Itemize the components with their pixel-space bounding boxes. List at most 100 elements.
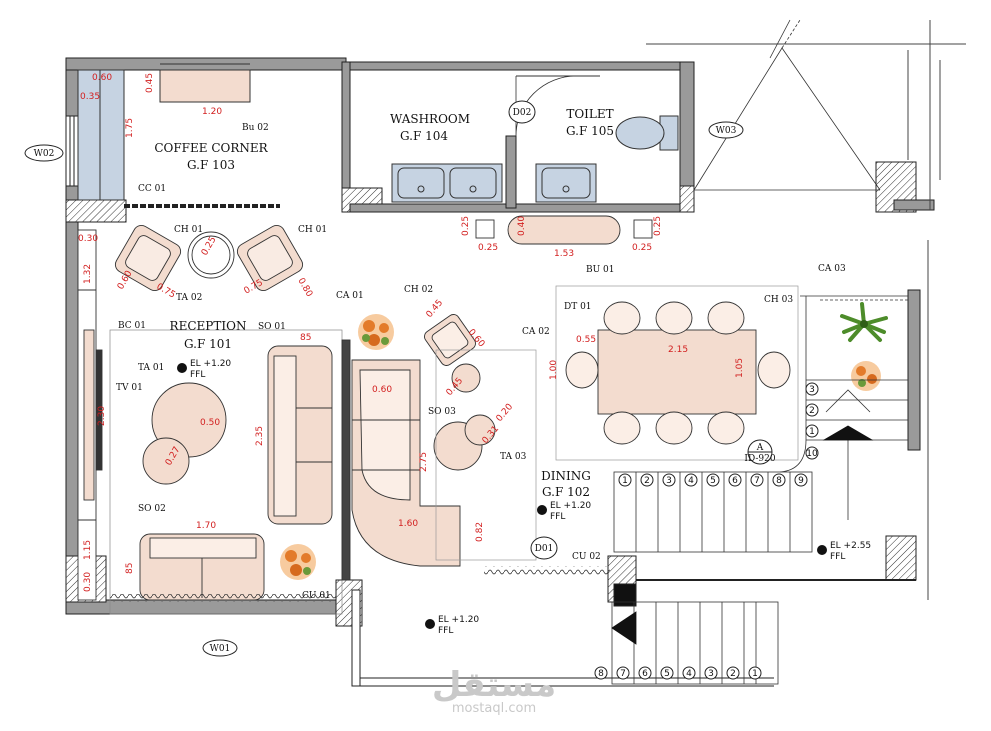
lounge-furniture [341,314,537,581]
level-markers: EL +1.20 FFL EL +1.20 FFL EL +2.55 FFL E… [177,359,871,636]
dim-label: 2.35 [255,426,265,446]
dim-label: 1.60 [398,519,418,529]
tag-d01: D01 [535,544,554,554]
step-number: 3 [809,385,815,395]
step-number: 2 [730,669,736,679]
tag-so01: SO 01 [258,322,286,332]
room-name-reception: RECEPTION [170,319,247,333]
dim-label: 0.80 [295,277,314,300]
tag-dt01: DT 01 [564,302,592,312]
plant-icon [358,314,394,350]
step-number: 6 [732,476,738,486]
dim-label: 2.15 [668,345,688,355]
section-reference: ID-920 [744,454,775,464]
tag-so03: SO 03 [428,407,456,417]
step-number: 9 [798,476,804,486]
step-number: 2 [644,476,650,486]
watermark-latin: mostaql.com [452,701,536,716]
tag-cu02: CU 02 [572,552,601,562]
plant-icon [851,361,881,391]
dim-label: 85 [300,333,311,343]
level-ffl: FFL [550,512,565,522]
dim-label: 0.30 [78,234,98,244]
watermark-arabic: مستقل [432,665,556,705]
stair-upper-row: 1 2 3 4 5 6 7 8 9 [618,473,808,487]
level-value: EL +1.20 [550,501,591,511]
dim-label: 0.20 [495,402,516,424]
dim-label: 85 [125,563,135,574]
washroom-fixtures [391,75,679,203]
tag-ch01b: CH 01 [298,225,327,235]
level-value: EL +1.20 [190,359,231,369]
level-ffl: FFL [190,370,205,380]
tag-ca01: CA 01 [336,291,364,301]
plant-icons [280,302,888,580]
dim-label: 1.20 [202,107,222,117]
dim-label: 2.30 [97,406,107,426]
dim-label: 0.25 [478,243,498,253]
dim-label: 1.32 [83,264,93,284]
dim-label: 1.15 [83,540,93,560]
step-number: 6 [642,669,648,679]
room-name-coffee: COFFEE CORNER [154,141,268,155]
tag-d02: D02 [513,108,532,118]
stairs [611,295,908,685]
stair-landing-row: 10 1 2 3 [805,382,819,460]
stair-lower-row: 8 7 6 5 4 3 2 1 [594,666,762,680]
stair-numbers: 1 2 3 4 5 6 7 8 9 10 1 2 3 8 7 6 5 4 3 2… [594,382,819,680]
curtains [110,566,610,602]
coffee-corner [77,63,280,208]
plant-icon [280,544,316,580]
tag-ca02: CA 02 [522,327,550,337]
room-code-toilet: G.F 105 [566,124,614,138]
tag-w03: W03 [716,126,737,136]
step-number: 5 [710,476,716,486]
level-ffl: FFL [438,626,453,636]
tag-cu01: CU 01 [302,591,331,601]
tag-w02: W02 [34,149,55,159]
tag-ch03: CH 03 [764,295,793,305]
step-number: 5 [664,669,670,679]
level-marker-stair: EL +2.55 FFL [817,541,871,562]
dim-label: 0.30 [83,572,93,592]
room-name-dining: DINING [541,469,591,483]
dim-label: 0.25 [461,216,471,236]
dim-label: 1.53 [554,249,574,259]
room-name-washroom: WASHROOM [390,112,470,126]
dim-label: 0.45 [145,73,155,93]
level-ffl: FFL [830,552,845,562]
room-code-washroom: G.F 104 [400,129,448,143]
level-value: EL +2.55 [830,541,871,551]
dim-label: 1.00 [549,360,559,380]
tag-ta03: TA 03 [500,452,527,462]
tag-ch01a: CH 01 [174,225,203,235]
dim-label: 0.82 [475,522,485,542]
level-value: EL +1.20 [438,615,479,625]
dim-label: 0.75 [155,282,177,301]
dim-label: 0.60 [92,73,112,83]
tag-bc01: BC 01 [118,321,146,331]
dim-label: 0.60 [372,385,392,395]
level-marker-reception: EL +1.20 FFL [177,359,231,380]
step-number: 1 [809,427,815,437]
palm-icon [840,302,888,342]
step-number: 1 [622,476,628,486]
room-labels: COFFEE CORNER G.F 103 WASHROOM G.F 104 T… [154,107,614,499]
step-number: 3 [708,669,714,679]
step-number: 10 [806,449,818,459]
step-number: 7 [754,476,760,486]
step-number: 4 [686,669,692,679]
dim-label: 0.55 [576,335,596,345]
dim-label: 0.25 [653,216,663,236]
dim-label: 0.40 [517,216,527,236]
tag-cc01: CC 01 [138,184,166,194]
section-letter: A [756,443,764,453]
dim-label: 1.70 [196,521,216,531]
section-marker: A ID-920 [744,439,776,465]
step-number: 2 [809,406,815,416]
dim-label: 1.75 [125,118,135,138]
dim-label: 1.05 [735,358,745,378]
tag-ta01: TA 01 [138,363,164,373]
tag-tv01: TV 01 [116,383,143,393]
